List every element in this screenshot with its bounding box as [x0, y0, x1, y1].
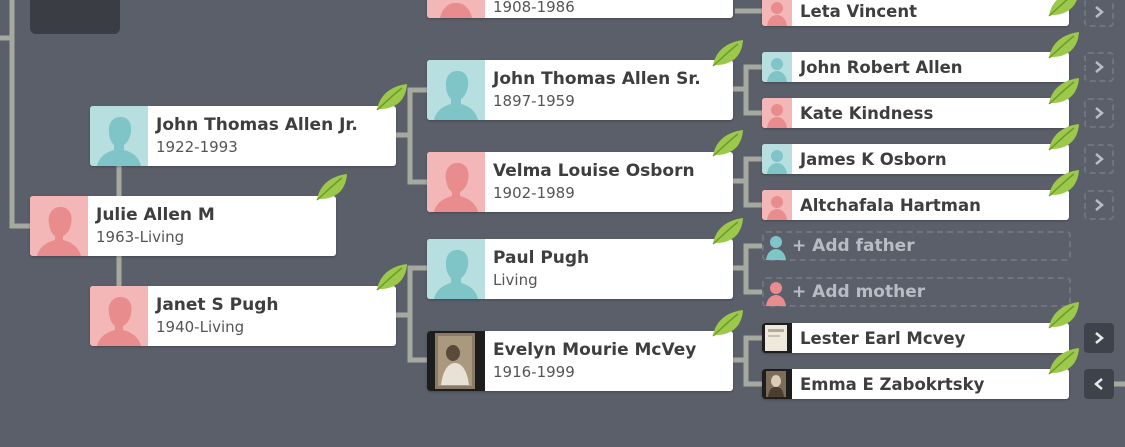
- person-card-root[interactable]: Julie Allen M 1963-Living: [30, 196, 336, 256]
- leaf-hint-icon[interactable]: [374, 82, 410, 112]
- leaf-hint-icon[interactable]: [374, 262, 410, 292]
- add-mother-button[interactable]: + Add mother: [762, 277, 1071, 307]
- person-card-emma-e-zabokrtsky[interactable]: Emma E Zabokrtsky: [762, 369, 1069, 399]
- female-silhouette-icon: [762, 98, 792, 128]
- female-silhouette-icon: [762, 0, 792, 26]
- leaf-hint-icon[interactable]: [710, 38, 746, 68]
- person-card-lester-earl-mcvey[interactable]: Lester Earl Mcvey: [762, 323, 1069, 353]
- person-card-leta-vincent[interactable]: Leta Vincent: [762, 0, 1069, 26]
- person-name: Evelyn Mourie McVey: [493, 340, 697, 360]
- leaf-hint-icon[interactable]: [710, 308, 746, 338]
- person-name: John Thomas Allen Jr.: [156, 115, 358, 135]
- chevron-right-icon: [1095, 107, 1104, 119]
- person-dates: 1940-Living: [156, 318, 245, 336]
- person-name: Leta Vincent: [800, 1, 917, 21]
- leaf-hint-icon[interactable]: [710, 216, 746, 246]
- person-card-altchafala-hartman[interactable]: Altchafala Hartman: [762, 190, 1069, 220]
- leaf-hint-icon[interactable]: [1046, 76, 1082, 106]
- male-silhouette-icon: [427, 60, 485, 120]
- person-name: Julie Allen M: [96, 205, 215, 225]
- person-photo: [762, 323, 792, 353]
- person-card-paternal-grandfather[interactable]: John Thomas Allen Sr. 1897-1959: [427, 60, 733, 120]
- person-card-father[interactable]: John Thomas Allen Jr. 1922-1993: [90, 106, 396, 166]
- add-father-button[interactable]: + Add father: [762, 231, 1071, 261]
- next-generation-button[interactable]: [1084, 144, 1114, 174]
- person-name: Kate Kindness: [800, 103, 934, 123]
- next-generation-button[interactable]: [1084, 98, 1114, 128]
- person-dates: 1916-1999: [493, 363, 575, 381]
- person-name: John Robert Allen: [800, 57, 963, 77]
- leaf-hint-icon[interactable]: [1046, 122, 1082, 152]
- next-generation-button[interactable]: [1084, 52, 1114, 82]
- person-name: Lester Earl Mcvey: [800, 328, 966, 348]
- person-name: James K Osborn: [800, 149, 947, 169]
- chevron-left-icon: [1094, 378, 1103, 390]
- person-name: John Thomas Allen Sr.: [493, 69, 701, 89]
- person-name: Janet S Pugh: [156, 295, 279, 315]
- next-generation-button[interactable]: [1084, 323, 1114, 353]
- person-dates: Living: [493, 271, 538, 289]
- person-name: Paul Pugh: [493, 248, 590, 268]
- person-card-james-k-osborn[interactable]: James K Osborn: [762, 144, 1069, 174]
- previous-generation-button[interactable]: [1084, 369, 1114, 399]
- person-photo: [427, 331, 485, 391]
- person-dates: 1963-Living: [96, 228, 185, 246]
- person-card-mother[interactable]: Janet S Pugh 1940-Living: [90, 286, 396, 346]
- female-silhouette-icon: [766, 282, 786, 306]
- leaf-hint-icon[interactable]: [710, 128, 746, 158]
- person-photo: [762, 369, 792, 399]
- female-silhouette-icon: [427, 0, 485, 18]
- chevron-right-icon: [1095, 199, 1104, 211]
- next-generation-button[interactable]: [1084, 190, 1114, 220]
- add-father-label: + Add father: [792, 236, 915, 256]
- person-dates: 1897-1959: [493, 92, 575, 110]
- person-name: Velma Louise Osborn: [493, 161, 695, 181]
- person-name: Altchafala Hartman: [800, 195, 981, 215]
- leaf-hint-icon[interactable]: [314, 172, 350, 202]
- chevron-right-icon: [1095, 153, 1104, 165]
- partial-card-top: [30, 0, 120, 34]
- leaf-hint-icon[interactable]: [1046, 0, 1082, 18]
- person-card-partial-top[interactable]: 1908-1986: [427, 0, 733, 18]
- person-dates: 1908-1986: [493, 0, 575, 16]
- person-dates: 1922-1993: [156, 138, 238, 156]
- next-generation-button[interactable]: [1084, 0, 1114, 27]
- person-dates: 1902-1989: [493, 184, 575, 202]
- leaf-hint-icon[interactable]: [1046, 346, 1082, 376]
- chevron-right-icon: [1095, 6, 1104, 18]
- person-name: Emma E Zabokrtsky: [800, 374, 985, 394]
- female-silhouette-icon: [762, 190, 792, 220]
- male-silhouette-icon: [762, 52, 792, 82]
- add-mother-label: + Add mother: [792, 282, 926, 302]
- female-silhouette-icon: [30, 196, 88, 256]
- person-card-maternal-grandmother[interactable]: Evelyn Mourie McVey 1916-1999: [427, 331, 733, 391]
- male-silhouette-icon: [90, 106, 148, 166]
- female-silhouette-icon: [427, 152, 485, 212]
- male-silhouette-icon: [427, 239, 485, 299]
- chevron-right-icon: [1095, 61, 1104, 73]
- person-card-john-robert-allen[interactable]: John Robert Allen: [762, 52, 1069, 82]
- male-silhouette-icon: [766, 236, 786, 260]
- person-card-kate-kindness[interactable]: Kate Kindness: [762, 98, 1069, 128]
- leaf-hint-icon[interactable]: [1046, 168, 1082, 198]
- leaf-hint-icon[interactable]: [1046, 30, 1082, 60]
- chevron-right-icon: [1095, 332, 1104, 344]
- male-silhouette-icon: [762, 144, 792, 174]
- person-card-maternal-grandfather[interactable]: Paul Pugh Living: [427, 239, 733, 299]
- female-silhouette-icon: [90, 286, 148, 346]
- leaf-hint-icon[interactable]: [1046, 300, 1082, 330]
- person-card-paternal-grandmother[interactable]: Velma Louise Osborn 1902-1989: [427, 152, 733, 212]
